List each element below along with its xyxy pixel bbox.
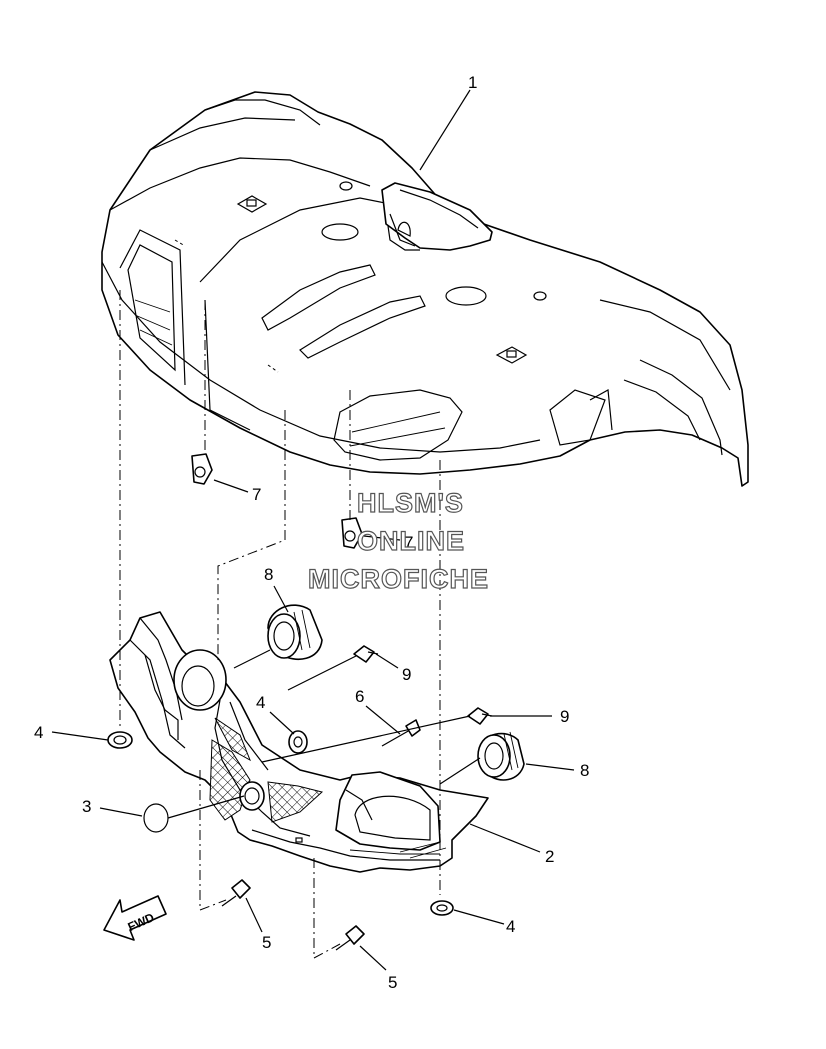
bolt-part-lower: [467, 707, 493, 725]
callout-5-right: 5: [388, 973, 397, 992]
screw-part-left: [221, 879, 251, 907]
cap-part: [143, 803, 169, 833]
callout-2: 2: [545, 847, 554, 866]
callout-7-right: 7: [404, 533, 413, 552]
grommet-part-middle: [288, 730, 308, 754]
grommet-part-left: [107, 731, 133, 749]
callout-3: 3: [82, 797, 91, 816]
watermark: HLSM'S ONLINE MICROFICHE: [307, 487, 489, 594]
fwd-arrow-icon: FWD: [103, 895, 167, 941]
clip-part-right: [341, 517, 363, 549]
callout-4-right: 4: [506, 917, 515, 936]
assembly-lines: [119, 290, 481, 959]
grommet-part-right: [430, 900, 454, 916]
callout-7-left: 7: [252, 485, 261, 504]
callout-6: 6: [355, 687, 364, 706]
callout-8-upper: 8: [264, 565, 273, 584]
front-guard-part: [109, 611, 489, 873]
watermark-line-3: MICROFICHE: [308, 564, 489, 594]
leader-lines: [51, 89, 575, 971]
screw-part-right: [335, 925, 365, 951]
lamp-boot-part-right: [477, 731, 525, 781]
watermark-line-1: HLSM'S: [357, 488, 464, 518]
lamp-boot-part-left: [267, 604, 323, 661]
callout-9-lower: 9: [560, 707, 569, 726]
clip-part-left: [191, 453, 213, 485]
watermark-line-2: ONLINE: [357, 526, 465, 556]
callout-1: 1: [468, 73, 477, 92]
callout-4-middle: 4: [256, 693, 265, 712]
callout-labels: 1 2 3 4 4 4 5 5 6 7 7 8 8 9 9: [34, 73, 589, 992]
front-fender-part: [101, 91, 749, 487]
callout-5-left: 5: [262, 933, 271, 952]
bolt-part-upper: [353, 645, 379, 663]
callout-4-left: 4: [34, 723, 43, 742]
callout-8-lower: 8: [580, 761, 589, 780]
callout-9-upper: 9: [402, 665, 411, 684]
